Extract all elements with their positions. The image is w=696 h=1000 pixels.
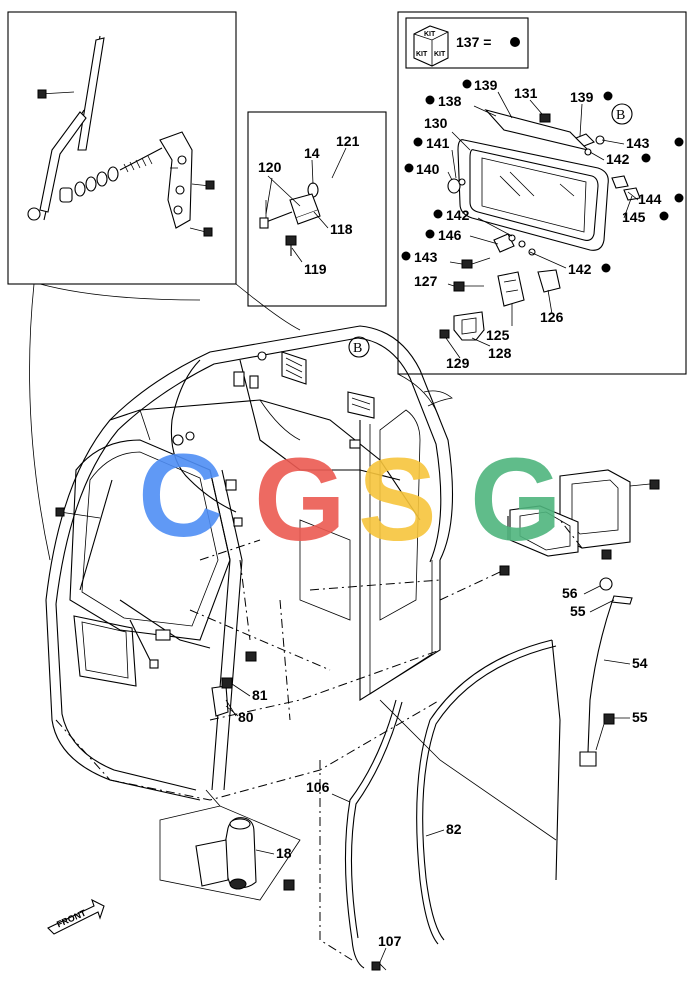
part-label-142: 142 [446,207,470,223]
part-label-18: 18 [276,845,292,861]
part-label-82: 82 [446,821,462,837]
part-label-107: 107 [378,933,402,949]
washer-tank [159,789,301,901]
svg-text:KIT: KIT [416,51,428,58]
watermark-s: S [358,434,437,566]
part-label-140: 140 [416,161,440,177]
part-label-146: 146 [438,227,462,243]
part-label-142: 142 [568,261,592,277]
part-label-125: 125 [486,327,510,343]
kit-box-icon: KIT KIT KIT [413,25,449,67]
switch-inset [247,111,387,307]
work-lamp [439,469,660,601]
part-label-81: 81 [252,687,268,703]
part-label-127: 127 [414,273,438,289]
part-label-B: B [616,108,625,123]
part-label-128: 128 [488,345,512,361]
part-label-131: 131 [514,85,538,101]
part-label-144: 144 [638,191,662,207]
wiper-inset [7,11,237,285]
part-label-145: 145 [622,209,646,225]
svg-text:FRONT: FRONT [55,908,88,930]
cab-frame: B [45,325,453,801]
label-14: 14 [304,145,320,161]
kit-legend-label: 137 = [456,34,491,50]
watermark-g2: G [470,434,562,566]
part-label-54: 54 [632,655,648,671]
bracket-bar [579,577,633,767]
door-seals [319,639,561,971]
part-label-141: 141 [426,135,450,151]
bracket-80 [211,651,257,717]
label-121: 121 [336,133,360,149]
part-label-126: 126 [540,309,564,325]
part-label-143: 143 [414,249,438,265]
svg-text:KIT: KIT [424,31,436,38]
vent-grille [281,351,375,419]
part-label-129: 129 [446,355,470,371]
watermark: C G S G [138,430,562,566]
callout-labels: 14 121 120 118 119 139 138 131 139 130 1… [225,77,684,963]
label-118: 118 [330,221,353,237]
watermark-g1: G [254,434,346,566]
front-arrow: FRONT [47,898,105,935]
part-label-B: B [353,341,362,356]
part-label-142: 142 [606,151,630,167]
part-label-138: 138 [438,93,462,109]
part-label-139: 139 [474,77,498,93]
part-label-56: 56 [562,585,578,601]
part-label-106: 106 [306,779,330,795]
part-label-143: 143 [626,135,650,151]
part-label-80: 80 [238,709,254,725]
label-119: 119 [304,261,327,277]
part-label-55: 55 [570,603,586,619]
part-label-130: 130 [424,115,448,131]
svg-text:KIT: KIT [434,51,446,58]
label-120: 120 [258,159,282,175]
window-inset: KIT KIT KIT 137 = [397,11,687,375]
part-label-139: 139 [570,89,594,105]
watermark-c: C [138,430,223,562]
part-label-55: 55 [632,709,648,725]
